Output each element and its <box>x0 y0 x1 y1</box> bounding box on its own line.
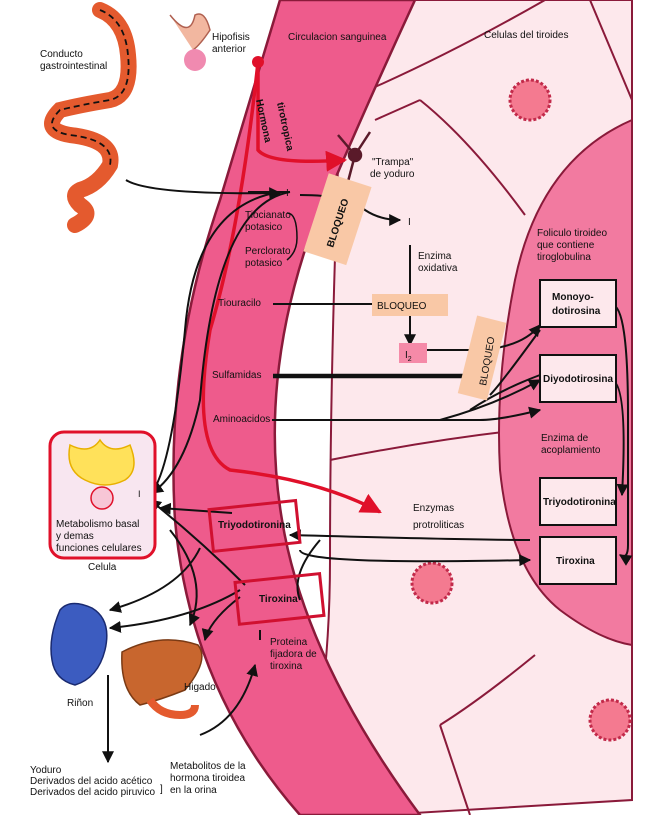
svg-text:funciones celulares: funciones celulares <box>56 543 142 554</box>
svg-text:I: I <box>138 489 141 499</box>
box-diyodotirosina: Diyodotirosina <box>539 354 617 403</box>
svg-text:Perclorato: Perclorato <box>245 246 291 257</box>
svg-text:Celula: Celula <box>88 562 117 573</box>
iodine-box: I2 <box>399 343 427 363</box>
pituitary-icon <box>169 13 211 71</box>
svg-text:"Trampa": "Trampa" <box>372 157 414 168</box>
svg-text:Monoyo-: Monoyo- <box>552 292 594 303</box>
svg-text:Tiroxina: Tiroxina <box>259 594 298 605</box>
svg-text:potasico: potasico <box>245 258 283 269</box>
svg-text:dotirosina: dotirosina <box>552 306 601 317</box>
svg-text:Triyodotironina: Triyodotironina <box>218 520 291 531</box>
svg-text:potasico: potasico <box>245 222 283 233</box>
liver-icon <box>121 639 203 720</box>
svg-text:protroliticas: protroliticas <box>413 520 464 531</box>
pituitary-origin-dot <box>252 56 264 68</box>
svg-text:anterior: anterior <box>212 44 247 55</box>
svg-text:BLOQUEO: BLOQUEO <box>377 301 427 312</box>
svg-text:Enzymas: Enzymas <box>413 503 454 514</box>
svg-text:en la orina: en la orina <box>170 785 217 796</box>
svg-text:de yoduro: de yoduro <box>370 169 415 180</box>
svg-text:Aminoacidos: Aminoacidos <box>213 414 270 425</box>
block-tiouracilo: BLOQUEO <box>372 294 448 316</box>
svg-text:Yoduro: Yoduro <box>30 765 62 776</box>
svg-text:tiroxina: tiroxina <box>270 661 303 672</box>
svg-text:fijadora de: fijadora de <box>270 649 317 660</box>
box-triyodotironina-left: Triyodotironina <box>207 498 302 554</box>
svg-text:Enzima: Enzima <box>418 251 452 262</box>
svg-text:Hipofisis: Hipofisis <box>212 32 250 43</box>
svg-text:I2: I2 <box>405 350 412 363</box>
svg-text:Celulas del tiroides: Celulas del tiroides <box>484 30 569 41</box>
svg-text:I: I <box>286 188 289 199</box>
svg-text:Tiouracilo: Tiouracilo <box>218 298 261 309</box>
svg-text:Conducto: Conducto <box>40 49 83 60</box>
block-tiocianato: BLOQUEO <box>303 173 372 266</box>
svg-text:Derivados del acido piruvico: Derivados del acido piruvico <box>30 787 156 798</box>
svg-text:gastrointestinal: gastrointestinal <box>40 61 107 72</box>
svg-text:y demas: y demas <box>56 531 94 542</box>
box-tiroxina-left: Tiroxina <box>233 571 326 626</box>
cell-nuclei <box>410 78 632 742</box>
svg-text:Circulacion sanguinea: Circulacion sanguinea <box>288 32 387 43</box>
svg-text:que contiene: que contiene <box>537 240 595 251</box>
svg-text:Foliculo tiroideo: Foliculo tiroideo <box>537 228 607 239</box>
svg-text:Triyodotironina: Triyodotironina <box>543 497 616 508</box>
svg-text:Derivados del acido acético: Derivados del acido acético <box>30 776 153 787</box>
svg-text:Metabolitos de la: Metabolitos de la <box>170 761 246 772</box>
svg-text:Higado: Higado <box>184 682 216 693</box>
kidney-icon <box>50 602 108 686</box>
svg-text:]: ] <box>160 784 163 795</box>
svg-text:tiroglobulina: tiroglobulina <box>537 252 591 263</box>
svg-text:Enzima de: Enzima de <box>541 433 589 444</box>
svg-text:Metabolismo basal: Metabolismo basal <box>56 519 139 530</box>
svg-text:acoplamiento: acoplamiento <box>541 445 601 456</box>
inhibitor-lines <box>248 191 542 421</box>
cell-box: I Metabolismo basal y demas funciones ce… <box>48 430 157 560</box>
svg-text:Sulfamidas: Sulfamidas <box>212 370 261 381</box>
svg-text:hormona tiroidea: hormona tiroidea <box>170 773 245 784</box>
gi-tract-icon <box>44 2 137 233</box>
svg-text:Diyodotirosina: Diyodotirosina <box>543 374 613 385</box>
box-tiroxina-right: Tiroxina <box>539 536 617 585</box>
svg-text:Proteina: Proteina <box>270 637 308 648</box>
svg-text:Tiocianato: Tiocianato <box>245 210 291 221</box>
svg-text:Riñon: Riñon <box>67 698 93 709</box>
svg-text:oxidativa: oxidativa <box>418 263 458 274</box>
svg-text:I: I <box>408 217 411 228</box>
svg-text:Tiroxina: Tiroxina <box>556 556 595 567</box>
block-sulfamidas: BLOQUEO <box>457 315 507 401</box>
hormone-pathway <box>201 61 382 514</box>
box-monoyodotirosina: Monoyo- dotirosina <box>539 279 617 328</box>
box-triyodotironina-right: Triyodotironina <box>539 477 617 526</box>
